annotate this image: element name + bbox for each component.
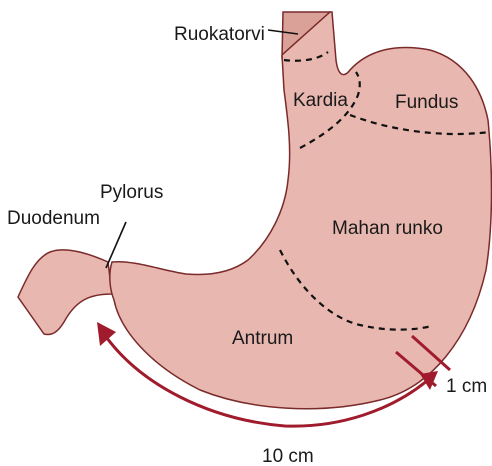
label-antrum: Antrum (232, 328, 293, 349)
label-one-cm: 1 cm (446, 376, 487, 397)
label-fundus: Fundus (395, 92, 458, 113)
label-cardia: Kardia (293, 90, 348, 111)
label-duodenum: Duodenum (7, 208, 100, 229)
label-body: Mahan runko (332, 218, 443, 239)
duodenum-shape (18, 250, 112, 335)
label-ten-cm: 10 cm (262, 446, 314, 466)
label-esophagus: Ruokatorvi (174, 24, 265, 45)
ten-cm-arrowhead-left (97, 322, 116, 346)
label-pylorus: Pylorus (100, 182, 163, 203)
